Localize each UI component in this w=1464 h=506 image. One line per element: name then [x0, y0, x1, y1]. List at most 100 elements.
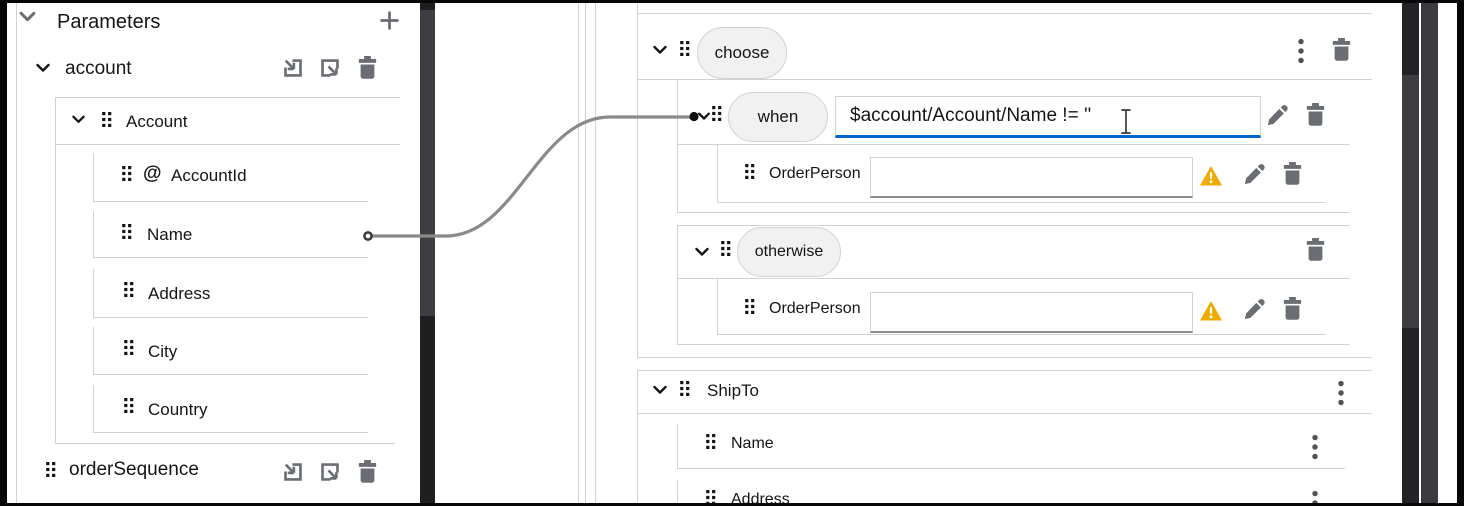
shipto-chevron-icon[interactable] [653, 385, 667, 395]
account-tree-border [55, 97, 400, 98]
otherwise-node-pill[interactable]: otherwise [737, 227, 841, 277]
attach-schema-button[interactable] [282, 461, 304, 483]
when-header-divider [677, 144, 1350, 145]
item-border [93, 432, 368, 433]
shipto-kebab-menu-icon[interactable] [1337, 380, 1345, 406]
account-root-chevron-icon[interactable] [72, 115, 85, 124]
tree-item-label: Country [148, 400, 208, 419]
item-border [717, 278, 718, 334]
node-border [637, 13, 1372, 14]
name-kebab-menu-icon[interactable] [1311, 434, 1319, 460]
detach-schema-button[interactable] [319, 461, 341, 483]
otherwise-node-border [677, 344, 1350, 345]
editor-scrollbar[interactable] [1421, 3, 1438, 503]
delete-parameter-button[interactable] [357, 56, 378, 79]
tree-item-label: AccountId [171, 166, 247, 185]
window-border-top [0, 0, 1464, 3]
grip-icon[interactable] [122, 224, 132, 239]
when-edit-expression-button[interactable] [1266, 104, 1289, 127]
grip-icon[interactable] [712, 106, 722, 121]
choose-kebab-menu-icon[interactable] [1297, 38, 1305, 64]
attach-schema-button[interactable] [282, 57, 304, 79]
item-border [717, 202, 1325, 203]
grip-icon[interactable] [680, 41, 690, 56]
node-border [637, 3, 638, 13]
grip-icon[interactable] [721, 241, 731, 256]
target-panel-scrollbar[interactable] [1402, 3, 1419, 503]
add-parameter-button[interactable] [380, 11, 399, 30]
tree-item-label: Address [148, 284, 211, 303]
grip-icon[interactable] [46, 462, 56, 477]
tree-item-city[interactable] [93, 327, 368, 374]
row-divider [55, 144, 400, 145]
account-expand-chevron-icon[interactable] [36, 63, 50, 73]
shipto-node-border [637, 370, 638, 503]
tree-item-country[interactable] [93, 385, 368, 432]
otherwise-node-border [677, 225, 678, 344]
delete-mapping-button[interactable] [1282, 162, 1303, 185]
source-panel-border [16, 3, 17, 503]
scrollbar-thumb[interactable] [1402, 75, 1419, 328]
shipto-header-divider [637, 413, 1372, 414]
parameters-collapse-chevron-icon[interactable] [19, 11, 36, 23]
grip-icon[interactable] [124, 398, 134, 413]
grip-icon[interactable] [122, 166, 132, 181]
grip-icon[interactable] [745, 299, 755, 314]
item-border [93, 153, 94, 201]
field-label: Name [731, 435, 774, 452]
window-border-bottom [0, 503, 1464, 506]
panel-splitter-scrollbar[interactable] [420, 3, 435, 503]
delete-mapping-button[interactable] [1282, 297, 1303, 320]
window-border-left [0, 0, 7, 506]
choose-header-divider [637, 79, 1372, 80]
grip-icon[interactable] [745, 164, 755, 179]
item-border [677, 468, 1345, 469]
warning-icon [1199, 165, 1223, 187]
item-border [677, 424, 678, 468]
delete-parameter-button[interactable] [357, 460, 378, 483]
grip-icon[interactable] [102, 112, 112, 127]
when-expression-input[interactable] [835, 96, 1261, 138]
orderperson-value-input[interactable] [870, 292, 1193, 333]
orderperson-value-input[interactable] [870, 157, 1193, 198]
item-border [93, 269, 94, 317]
shipto-label: ShipTo [707, 381, 759, 400]
tree-item-address[interactable] [93, 269, 368, 317]
choose-delete-button[interactable] [1331, 38, 1352, 61]
target-doc-border [585, 3, 586, 503]
field-label: OrderPerson [769, 300, 861, 317]
grip-icon[interactable] [124, 340, 134, 355]
otherwise-node-border [677, 225, 1350, 226]
item-border [717, 144, 718, 202]
choose-node-pill[interactable]: choose [697, 27, 787, 79]
item-border [677, 480, 678, 506]
grip-icon[interactable] [706, 434, 716, 449]
target-doc-border [595, 3, 596, 503]
parameter-ordersequence-label: orderSequence [69, 459, 199, 480]
detach-schema-button[interactable] [319, 57, 341, 79]
tree-item-label: City [148, 342, 178, 361]
field-shipto-name[interactable] [677, 424, 1345, 468]
otherwise-chevron-icon[interactable] [695, 247, 709, 257]
item-border [93, 201, 368, 202]
when-node-border [677, 212, 1350, 213]
otherwise-delete-button[interactable] [1305, 238, 1326, 261]
parameter-account-label: account [65, 58, 132, 79]
edit-mapping-button[interactable] [1243, 298, 1266, 321]
when-delete-button[interactable] [1305, 103, 1326, 126]
edit-mapping-button[interactable] [1243, 163, 1266, 186]
scrollbar-thumb[interactable] [420, 10, 435, 316]
account-tree-border [55, 443, 395, 444]
window-border-right [1457, 0, 1464, 506]
grip-icon[interactable] [124, 282, 134, 297]
item-border [93, 257, 368, 258]
when-chevron-icon[interactable] [698, 112, 710, 121]
target-doc-border [578, 3, 579, 503]
grip-icon[interactable] [680, 381, 690, 396]
item-border [717, 334, 1325, 335]
tree-item-name[interactable] [93, 211, 368, 257]
choose-chevron-icon[interactable] [653, 45, 667, 55]
choose-node-border [637, 13, 638, 357]
when-node-pill[interactable]: when [728, 92, 828, 142]
